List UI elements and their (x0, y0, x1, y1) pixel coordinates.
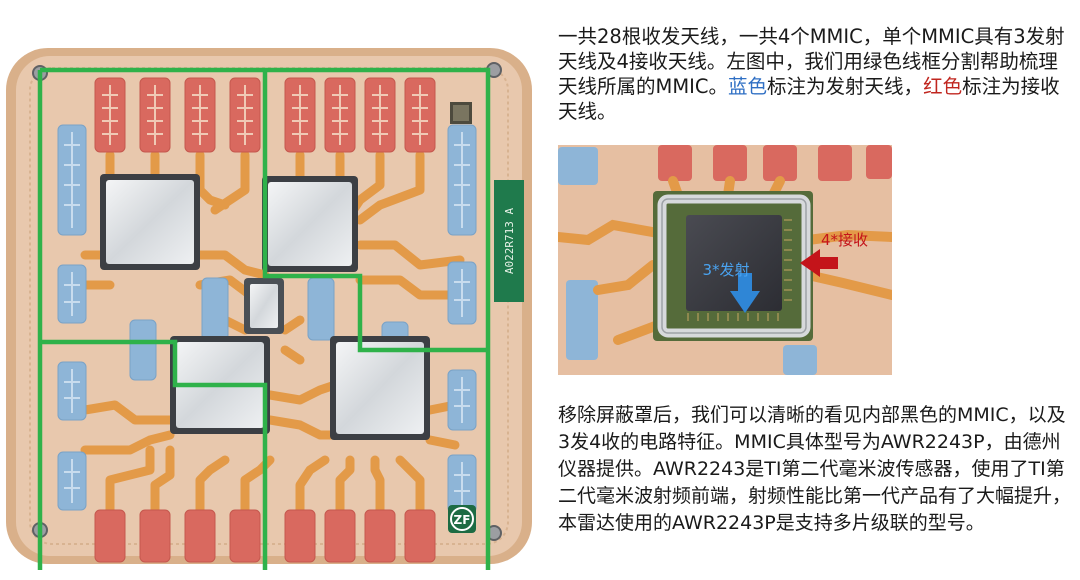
mmic-description: 移除屏蔽罩后，我们可以清晰的看见内部黑色的MMIC，以及3发4收的电路特征。MM… (558, 404, 1072, 534)
tx-antenna (201, 277, 229, 341)
rx-antenna (229, 509, 261, 563)
svg-text:ZF: ZF (454, 513, 471, 527)
tx-antenna (129, 319, 157, 381)
rx-antenna (284, 509, 316, 563)
mmic-die (686, 215, 782, 311)
mmic-closeup-photo: 3*发射 4*接收 (558, 145, 892, 375)
rx-arrow (800, 249, 838, 277)
rx-antenna (364, 509, 396, 563)
blue-keyword: 蓝色 (728, 75, 768, 98)
mmic-shield (336, 342, 424, 434)
mmic-partition-frames (37, 67, 491, 570)
bond-pads (687, 219, 792, 321)
mmic-shield (106, 180, 194, 264)
rx-antenna (94, 509, 126, 563)
mmic-shield (268, 182, 352, 266)
tx-arrow (730, 273, 760, 313)
description-part2: 标注为发射天线， (767, 75, 924, 98)
rx-antenna (324, 509, 356, 563)
antenna-description: 一共28根收发天线，一共4个MMIC，单个MMIC具有3发射天线及4接收天线。左… (558, 24, 1072, 124)
tx-antenna (307, 277, 335, 341)
silkscreen-label: A022R713 A (503, 208, 516, 275)
closeup-tx-antennas (558, 147, 817, 375)
description-part1: 一共28根收发天线，一共4个MMIC，单个MMIC具有3发射天线及4接收天线。左… (558, 25, 1065, 98)
closeup-rx-antennas (658, 145, 892, 181)
rx-antenna (139, 509, 171, 563)
tx-label: 3*发射 (702, 261, 749, 279)
rx-antenna (184, 509, 216, 563)
red-keyword: 红色 (923, 75, 963, 98)
center-shield (250, 284, 278, 328)
zf-logo: ZF (448, 505, 476, 533)
silkscreen-strip (494, 180, 524, 302)
rx-label: 4*接收 (821, 231, 868, 249)
description-part3: 标注为接收天线。 (558, 75, 1060, 123)
rx-antenna (404, 509, 436, 563)
radar-board-photo: A022R713 A ZF (6, 48, 532, 570)
